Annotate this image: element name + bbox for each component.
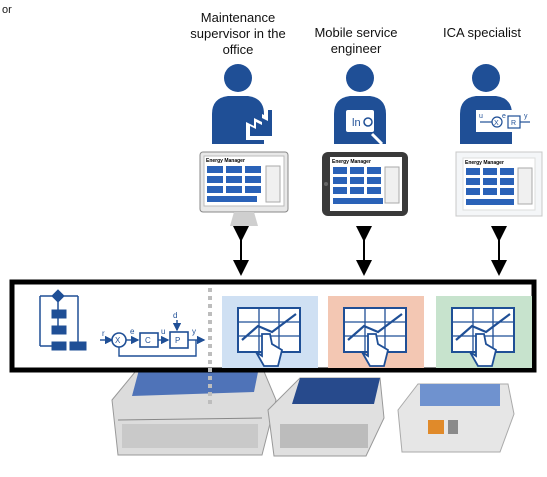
plant-label: P [175,336,180,345]
monitor-screen-title: Energy Manager [206,158,245,164]
role-label-maintenance-supervisor: Maintenance supervisor in the office [190,10,286,57]
ref-signal-label: r [102,329,105,338]
plc-rail-modules [397,383,515,453]
mobile-service-engineer-icon: ln [334,64,386,146]
flowchart-icon [39,289,87,351]
controller-label: C [145,336,151,345]
output-signal-label: y [192,327,196,336]
tablet-screen-title: Energy Manager [332,159,371,165]
maintenance-supervisor-icon [212,64,276,144]
svg-text:ln: ln [352,117,361,129]
role-label-ica-specialist: ICA specialist [442,25,522,40]
control-loop-diagram: r X e C u d P y [100,311,206,357]
desktop-monitor: Energy Manager [199,151,289,226]
control-signal-label: u [161,327,165,336]
tablet-device: Energy Manager [322,152,408,216]
hmi-panel-orange [328,296,424,368]
hmi-panel-blue [222,296,318,368]
role-label-mobile-service-engineer: Mobile service engineer [314,25,398,56]
disturbance-label: d [173,311,177,320]
summing-label: X [115,336,121,345]
dashed-divider [208,286,212,406]
panel-screen-title: Energy Manager [465,160,504,166]
plc-large-module [111,361,277,456]
corner-text: or [2,4,12,16]
error-signal-label: e [130,327,135,336]
ica-u-label: u [479,113,483,120]
ica-r-label: R [511,120,516,127]
feedback-line [118,340,197,357]
ica-y-label: y [524,113,528,120]
ica-specialist-icon: u X e R y [460,64,532,144]
hmi-panel-green [436,296,532,368]
connection-arrows [233,226,507,276]
ica-e-label: e [502,113,506,120]
ica-x-label: X [494,120,499,127]
plc-medium-module [267,377,385,457]
wall-panel-device: Energy Manager [455,151,543,217]
